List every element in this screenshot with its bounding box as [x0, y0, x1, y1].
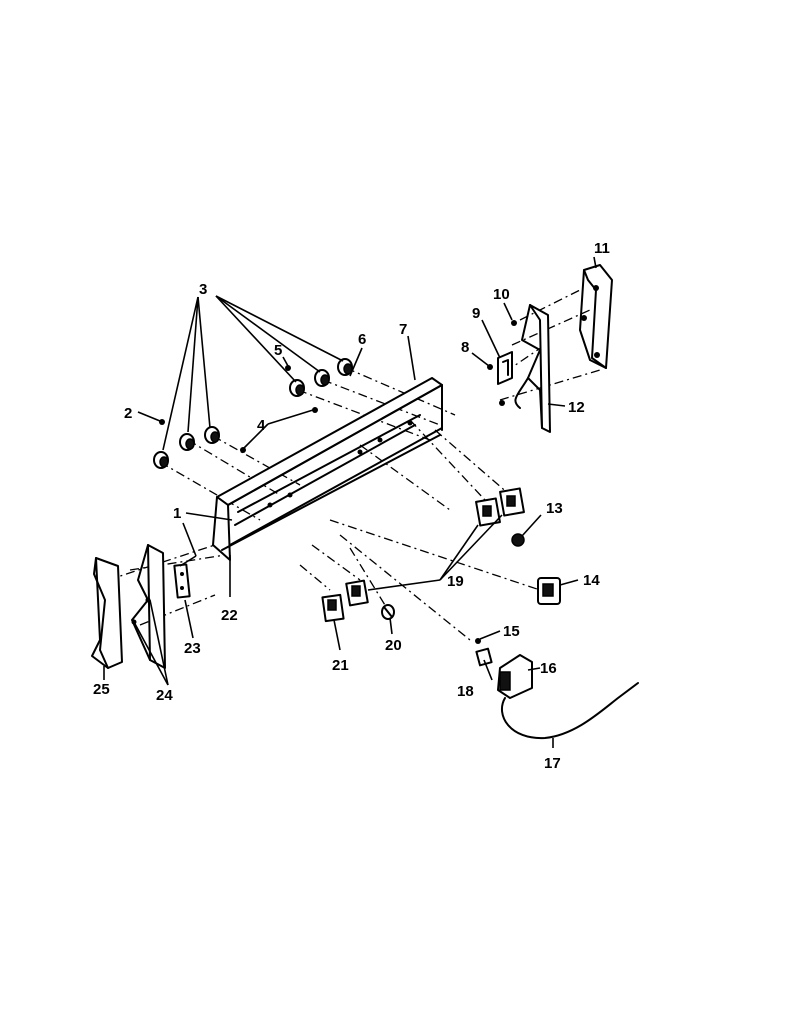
switch-part-14 [537, 577, 561, 605]
callout-labels: 1 2 3 4 5 6 7 8 9 10 11 12 13 14 15 16 1… [93, 240, 610, 772]
callout-23: 23 [184, 640, 201, 657]
callout-16: 16 [540, 660, 557, 677]
callout-14: 14 [583, 572, 600, 589]
callout-18: 18 [457, 683, 474, 700]
callout-3: 3 [199, 281, 207, 298]
callout-10: 10 [493, 286, 510, 303]
part-20 [381, 604, 395, 620]
callout-11: 11 [594, 240, 610, 257]
bracket-part-9 [497, 351, 513, 385]
callout-1: 1 [173, 505, 181, 522]
part-18 [475, 647, 493, 667]
callout-21: 21 [332, 657, 349, 674]
callout-20: 20 [385, 637, 402, 654]
callout-24: 24 [156, 687, 173, 704]
thermostat-part-16 [497, 654, 533, 699]
knob-part-13 [511, 533, 525, 547]
callout-17: 17 [544, 755, 561, 772]
callout-4: 4 [257, 417, 266, 434]
callout-19: 19 [447, 573, 464, 590]
callout-9: 9 [472, 305, 480, 322]
callout-25: 25 [93, 681, 110, 698]
callout-15: 15 [503, 623, 520, 640]
leader-lines [103, 256, 597, 748]
right-trim-part-11 [579, 264, 613, 369]
left-trim-part-25 [91, 557, 123, 669]
capillary-part-17 [500, 682, 639, 740]
callout-6: 6 [358, 331, 366, 348]
knob-part-3 [153, 358, 353, 469]
callout-5: 5 [274, 342, 282, 359]
bracket-part-23 [173, 563, 191, 599]
switch-part-19 [345, 487, 525, 607]
callout-13: 13 [546, 500, 563, 517]
callout-12: 12 [568, 399, 585, 416]
callout-8: 8 [461, 339, 469, 356]
control-panel-part-7 [212, 377, 443, 561]
small-fasteners [159, 320, 517, 644]
part-21 [321, 593, 345, 623]
callout-2: 2 [124, 405, 132, 422]
callout-7: 7 [399, 321, 407, 338]
right-end-plate-part-12 [514, 304, 551, 433]
callout-22: 22 [221, 607, 238, 624]
